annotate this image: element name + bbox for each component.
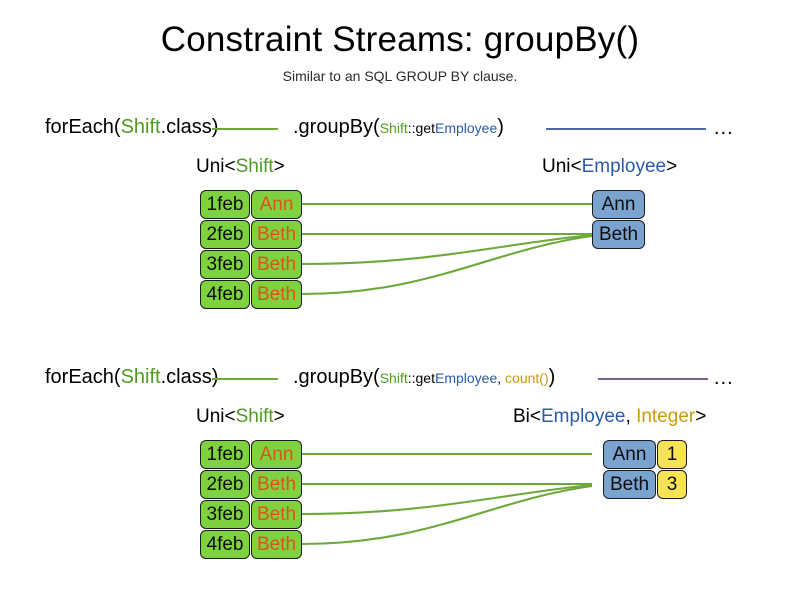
- group-employee-cell: Ann: [603, 440, 656, 469]
- left-label-suffix: >: [273, 406, 285, 427]
- code-mapper-sep: ::get: [407, 120, 435, 136]
- code-ellipsis-2: ...: [714, 367, 734, 389]
- shift-employee-cell: Beth: [251, 530, 302, 559]
- left-label-suffix: >: [273, 156, 285, 177]
- left-label-prefix: Uni<: [196, 406, 236, 427]
- shift-employee-cell: Ann: [251, 440, 302, 469]
- group-employee-cell: Ann: [592, 190, 645, 219]
- code-mapper-type: Shift: [379, 370, 408, 386]
- stream-type-label-left-1: Uni<Shift>: [196, 157, 285, 176]
- code-mapper-prop: Employee: [434, 370, 498, 386]
- shift-date-cell: 3feb: [200, 500, 250, 529]
- code-collector: count(): [505, 370, 549, 386]
- shift-date-cell: 1feb: [200, 190, 250, 219]
- stream-type-label-right-2: Bi<Employee, Integer>: [513, 407, 706, 426]
- connector-groupby-to-next-2: [598, 378, 708, 380]
- shift-employee-cell: Beth: [251, 470, 302, 499]
- code-groupby-1: .groupBy(Shift::getEmployee): [293, 117, 504, 137]
- group-employee-cell: Beth: [592, 220, 645, 249]
- code-foreach-open: forEach(: [45, 366, 121, 388]
- connector-groupby-to-next-1: [546, 128, 706, 130]
- left-label-prefix: Uni<: [196, 156, 236, 177]
- right-label-prefix: Uni<: [542, 156, 582, 177]
- code-groupby-open: .groupBy(: [293, 116, 380, 138]
- shift-employee-cell: Ann: [251, 190, 302, 219]
- stream-type-label-right-1: Uni<Employee>: [542, 157, 677, 176]
- shift-date-cell: 1feb: [200, 440, 250, 469]
- code-foreach-open: forEach(: [45, 116, 121, 138]
- code-mapper-prop: Employee: [434, 120, 498, 136]
- shift-employee-cell: Beth: [251, 220, 302, 249]
- shift-date-cell: 3feb: [200, 250, 250, 279]
- left-label-type: Shift: [235, 406, 274, 427]
- shift-employee-cell: Beth: [251, 280, 302, 309]
- group-count-cell: 3: [657, 470, 687, 499]
- right-label-prefix: Bi<: [513, 406, 541, 427]
- shift-employee-cell: Beth: [251, 500, 302, 529]
- connector-foreach-to-groupby-1: [212, 128, 278, 130]
- shift-date-cell: 2feb: [200, 470, 250, 499]
- code-groupby-close: ): [497, 116, 504, 138]
- page-subtitle: Similar to an SQL GROUP BY clause.: [282, 68, 518, 84]
- code-collector-sep: ,: [497, 370, 506, 386]
- right-label-type2: Integer: [636, 406, 696, 427]
- connector-foreach-to-groupby-2: [212, 378, 278, 380]
- code-line-1: forEach(Shift.class): [45, 117, 218, 137]
- code-groupby-2: .groupBy(Shift::getEmployee, count()): [293, 367, 555, 387]
- shift-date-cell: 4feb: [200, 280, 250, 309]
- code-ellipsis-1: ...: [714, 117, 734, 139]
- code-line-2: forEach(Shift.class): [45, 367, 218, 387]
- code-mapper-type: Shift: [379, 120, 408, 136]
- code-foreach-close: .class): [160, 116, 219, 138]
- right-label-suffix: >: [666, 156, 678, 177]
- shift-employee-cell: Beth: [251, 250, 302, 279]
- code-foreach-type: Shift: [120, 116, 161, 138]
- code-mapper-sep: ::get: [407, 370, 435, 386]
- page-title: Constraint Streams: groupBy(): [160, 20, 640, 59]
- left-label-type: Shift: [235, 156, 274, 177]
- group-employee-cell: Beth: [603, 470, 656, 499]
- code-groupby-close: ): [548, 366, 556, 388]
- right-label-suffix: >: [695, 406, 707, 427]
- right-label-sep: ,: [625, 406, 637, 427]
- code-groupby-open: .groupBy(: [293, 366, 380, 388]
- stream-type-label-left-2: Uni<Shift>: [196, 407, 285, 426]
- right-label-type: Employee: [541, 406, 626, 427]
- group-count-cell: 1: [657, 440, 687, 469]
- shift-date-cell: 2feb: [200, 220, 250, 249]
- right-label-type: Employee: [581, 156, 667, 177]
- code-foreach-close: .class): [160, 366, 219, 388]
- shift-date-cell: 4feb: [200, 530, 250, 559]
- code-foreach-type: Shift: [120, 366, 161, 388]
